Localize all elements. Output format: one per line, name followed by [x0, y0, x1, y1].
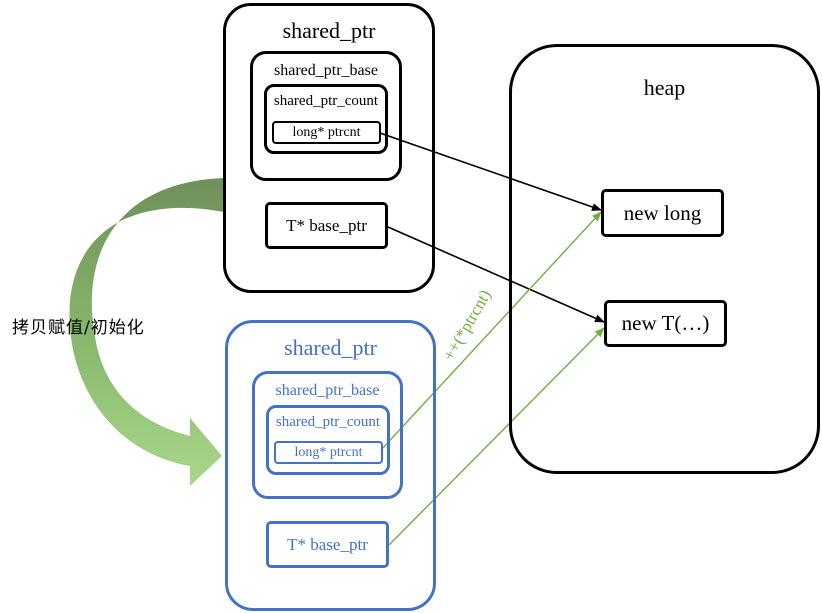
ptrcnt-field-label: long* ptrcnt — [292, 124, 361, 140]
increment-label: ++(*ptrcnt) — [439, 286, 495, 364]
copied-baseptr-arrow — [388, 327, 605, 546]
ptrcnt-field-copy-label: long* ptrcnt — [294, 444, 363, 460]
copied-ptrcnt-arrow — [380, 211, 602, 451]
shared-ptr-count-copy: shared_ptr_count — [266, 405, 390, 475]
shared-ptr-base-copy-title: shared_ptr_base — [275, 382, 380, 399]
base-ptr-original: T* base_ptr — [265, 202, 388, 249]
shared-ptr-count-title: shared_ptr_count — [273, 93, 379, 109]
shared-ptr-copy: shared_ptr — [225, 320, 436, 611]
heap-region: heap — [509, 44, 820, 474]
heap-item-new-t: new T(…) — [604, 300, 727, 347]
heap-item-new-long: new long — [601, 189, 724, 237]
shared-ptr-base-copy: shared_ptr_base — [252, 371, 403, 499]
heap-item-new-t-label: new T(…) — [621, 311, 710, 335]
heap-title: heap — [643, 75, 686, 100]
shared-ptr-base-title: shared_ptr_base — [274, 62, 378, 79]
base-ptr-label: T* base_ptr — [286, 215, 367, 235]
pointer-arrow-baseptr-to-t — [387, 226, 605, 323]
copy-arrow — [69, 178, 224, 486]
heap-item-new-long-label: new long — [623, 200, 702, 225]
shared-ptr-original: shared_ptr — [223, 3, 435, 293]
ptrcnt-field-original: long* ptrcnt — [272, 121, 381, 144]
base-ptr-copy-label: T* base_ptr — [287, 534, 368, 554]
pointer-arrow-ptrcnt-to-long — [379, 132, 602, 211]
shared-ptr-count-original: shared_ptr_count — [264, 84, 388, 154]
ptrcnt-field-copy: long* ptrcnt — [274, 441, 383, 464]
copy-init-label: 拷贝赋值/初始化 — [12, 318, 145, 338]
shared-ptr-base-original: shared_ptr_base — [250, 51, 402, 181]
shared-ptr-count-copy-title: shared_ptr_count — [275, 414, 381, 430]
shared-ptr-copy-title: shared_ptr — [284, 335, 377, 360]
shared-ptr-title: shared_ptr — [282, 18, 376, 43]
base-ptr-copy: T* base_ptr — [266, 521, 389, 568]
